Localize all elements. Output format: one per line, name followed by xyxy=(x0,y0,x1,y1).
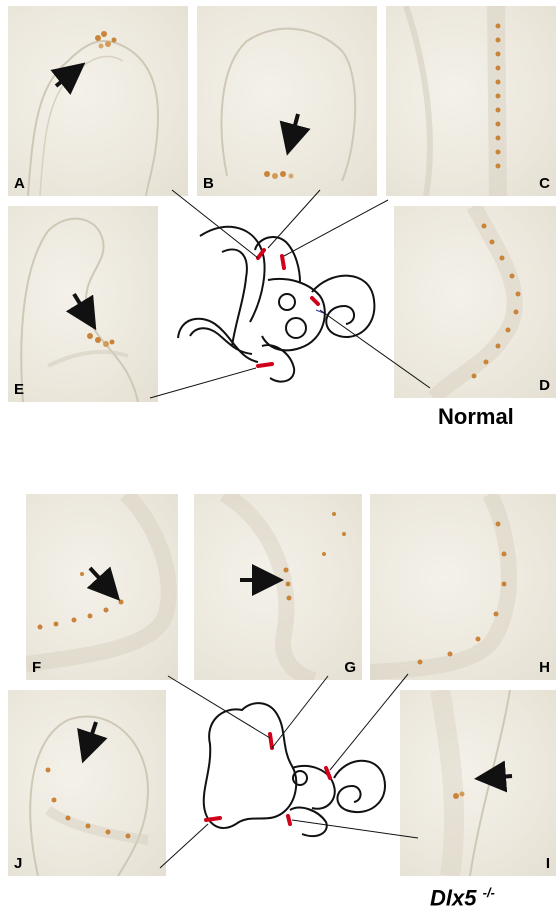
panel-e: E xyxy=(8,206,158,402)
panel-f: F xyxy=(26,494,178,680)
panel-a-label: A xyxy=(14,175,25,192)
panel-j-label: J xyxy=(14,855,23,872)
panel-i: I xyxy=(400,690,556,876)
panel-h-label: H xyxy=(539,659,550,676)
panel-g-label: G xyxy=(344,659,356,676)
mutant-connector-lines xyxy=(159,673,419,869)
panel-c-label: C xyxy=(539,175,550,192)
panel-b: B xyxy=(197,6,377,196)
mutant-genotype: -/- xyxy=(482,885,495,900)
normal-connector-lines xyxy=(149,189,431,399)
mutant-inner-ear-diagram xyxy=(202,702,386,838)
panel-a: A xyxy=(8,6,188,196)
mutant-gene-name: Dlx5 xyxy=(430,885,477,911)
panel-f-label: F xyxy=(32,659,42,676)
panel-d-label: D xyxy=(539,377,550,394)
panel-g: G xyxy=(194,494,362,680)
panel-c: C xyxy=(386,6,556,196)
normal-diagram-stain-marks xyxy=(256,248,320,368)
panel-i-label: I xyxy=(545,855,550,872)
normal-inner-ear-diagram xyxy=(177,226,376,383)
panel-b-label: B xyxy=(203,175,214,192)
panel-d: D xyxy=(394,206,556,398)
normal-caption: Normal xyxy=(438,404,514,429)
panel-j: J xyxy=(8,690,166,876)
mutant-caption: Dlx5 -/- xyxy=(430,885,495,911)
mutant-diagram-stain-marks xyxy=(204,732,332,826)
panel-h: H xyxy=(370,494,556,680)
panel-e-label: E xyxy=(14,381,25,398)
